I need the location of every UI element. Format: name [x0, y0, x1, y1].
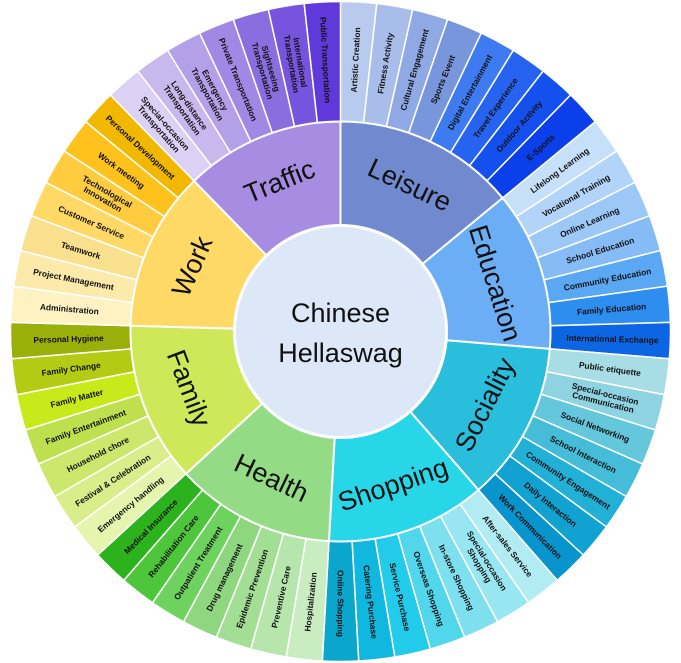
center-title-line-1: Chinese — [291, 298, 390, 328]
center-circle — [233, 224, 448, 439]
subcategory-label: Administration — [40, 302, 100, 317]
subcategory-label: Personal Hygiene — [33, 333, 104, 345]
subcategory-label: Public Transportation — [318, 17, 333, 104]
inner-ring: LeisureEducationSocialityShoppingHealthF… — [129, 120, 552, 543]
subcategory-label: International Exchange — [566, 333, 659, 346]
subcategory-label: Artistic Creation — [349, 27, 363, 93]
center-title-line-2: Hellaswag — [278, 338, 403, 368]
subcategory-label: Online Shopping — [336, 570, 346, 637]
center-circle-group: Chinese Hellaswag — [233, 224, 448, 439]
